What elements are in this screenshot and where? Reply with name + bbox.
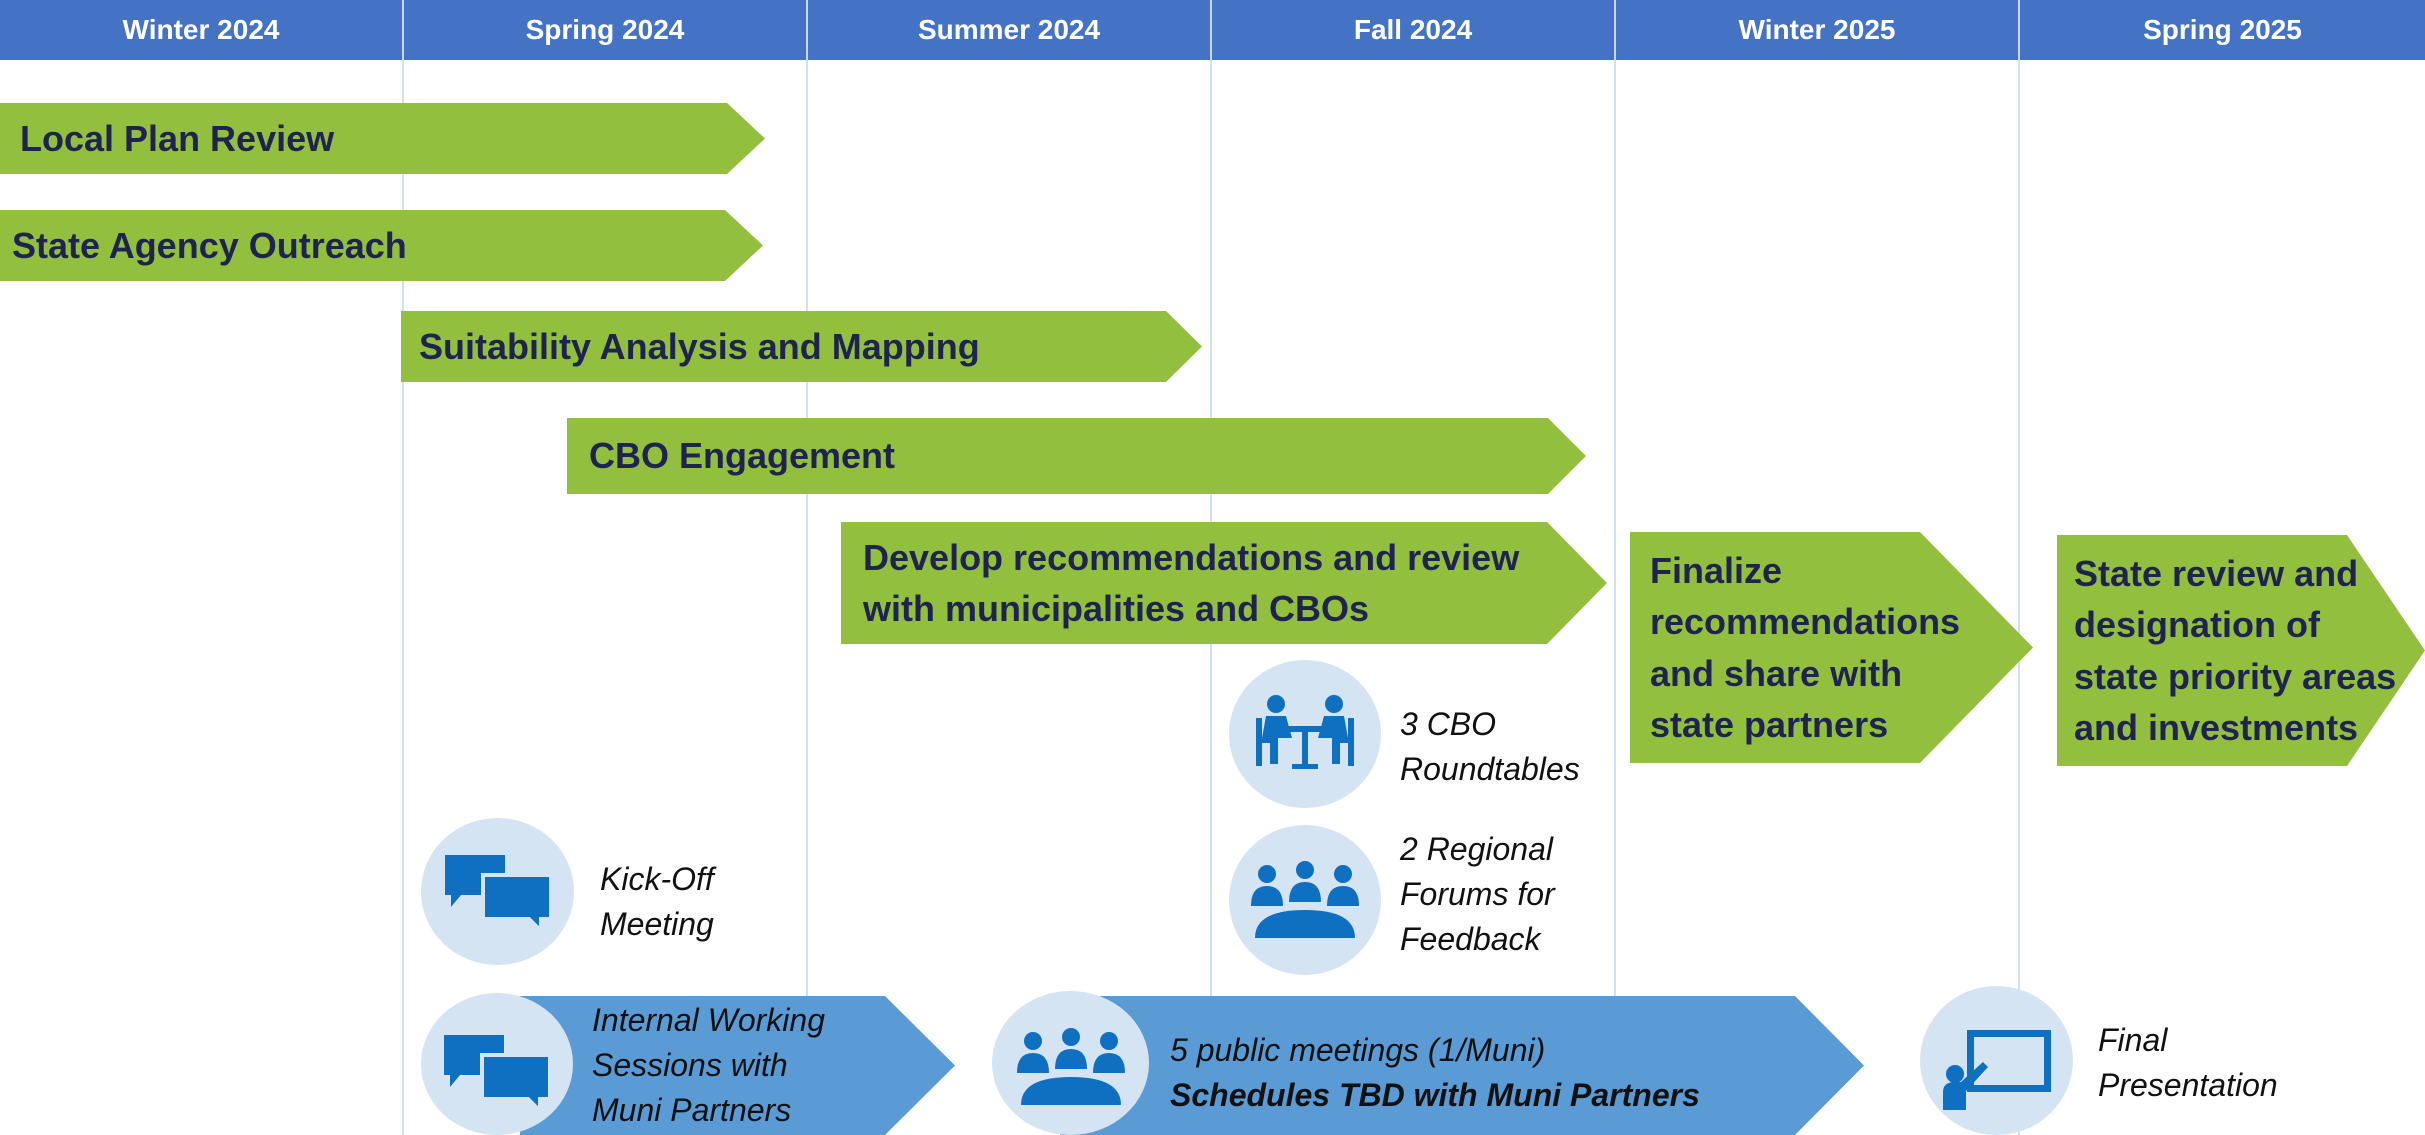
note-line: Forums for (1400, 876, 1555, 912)
cbo-roundtable-circle (1229, 660, 1381, 808)
final-presentation-note: Final Presentation (2098, 1018, 2278, 1108)
presentation-icon (1942, 1030, 2051, 1110)
internal-sessions-note: Internal Working Sessions with Muni Part… (592, 998, 825, 1133)
header-winter-2025: Winter 2025 (1738, 14, 1896, 45)
public-meetings-note: 5 public meetings (1/Muni) Schedules TBD… (1170, 1028, 1700, 1118)
speech-bubbles-icon (444, 1035, 552, 1113)
phase-develop-recommendations-line: with municipalities and CBOs (863, 588, 1370, 629)
header-fall-2024: Fall 2024 (1353, 14, 1473, 45)
kickoff-note: Kick-Off Meeting (600, 857, 714, 947)
public-meetings-text: 5 public meetings (1/Muni) (1170, 1032, 1546, 1068)
phase-state-review-line: state priority areas (2074, 655, 2397, 697)
phase-local-plan-review: Local Plan Review (0, 103, 765, 174)
public-meetings-schedule: Schedules TBD with Muni Partners (1170, 1077, 1700, 1113)
note-line: Final (2098, 1022, 2168, 1058)
header-divider (2018, 0, 2020, 60)
note-line: 3 CBO (1400, 706, 1497, 742)
phase-cbo-engagement: CBO Engagement (567, 418, 1586, 494)
note-line: Presentation (2098, 1067, 2278, 1103)
column-gridline (402, 60, 404, 1135)
note-line: Feedback (1400, 921, 1541, 957)
header-divider (806, 0, 808, 60)
phase-finalize-line: and share with (1650, 652, 1903, 694)
internal-sessions-circle (421, 993, 573, 1135)
note-line: 2 Regional (1400, 831, 1553, 867)
group-meeting-icon (1016, 1028, 1125, 1105)
phase-cbo-engagement-label: CBO Engagement (589, 435, 896, 477)
header-winter-2024: Winter 2024 (122, 14, 280, 45)
header-divider (1210, 0, 1212, 60)
regional-forums-note: 2 Regional Forums for Feedback (1400, 827, 1555, 962)
phase-state-review-line: designation of (2074, 604, 2320, 646)
phase-state-review-line: State review and (2074, 553, 2359, 595)
phase-develop-recommendations-line: Develop recommendations and review (863, 536, 1520, 578)
phase-state-agency-outreach-label: State Agency Outreach (12, 224, 407, 266)
header-spring-2025: Spring 2025 (2143, 14, 2302, 45)
public-meetings-circle (992, 991, 1149, 1135)
note-line: Muni Partners (592, 1092, 792, 1128)
header-divider (1614, 0, 1616, 60)
phase-local-plan-review-label: Local Plan Review (20, 117, 335, 159)
note-line: Meeting (600, 906, 714, 942)
phase-finalize-line: Finalize (1650, 550, 1783, 592)
speech-bubbles-icon (444, 854, 553, 933)
column-gridline (2018, 60, 2020, 1135)
phase-finalize-recommendations: Finalize recommendations and share with … (1630, 532, 2033, 763)
header-divider (402, 0, 404, 60)
phase-state-review-line: and investments (2074, 706, 2359, 748)
header-summer-2024: Summer 2024 (917, 14, 1101, 45)
final-presentation-circle (1920, 986, 2073, 1135)
column-gridline (806, 60, 808, 1135)
phase-finalize-line: recommendations (1650, 601, 1961, 643)
phase-state-review: State review and designation of state pr… (2057, 535, 2425, 766)
phase-state-agency-outreach: State Agency Outreach (0, 210, 763, 281)
column-gridline (1614, 60, 1616, 1135)
header-spring-2024: Spring 2024 (525, 14, 685, 45)
note-line: Internal Working (592, 1002, 825, 1038)
phase-suitability-analysis-label: Suitability Analysis and Mapping (419, 325, 980, 367)
note-line: Roundtables (1400, 751, 1580, 787)
phase-suitability-analysis: Suitability Analysis and Mapping (401, 311, 1202, 382)
public-meetings-bar (1060, 996, 1864, 1135)
roundtable-icon (1256, 695, 1354, 769)
group-meeting-icon (1251, 861, 1359, 938)
cbo-roundtables-note: 3 CBO Roundtables (1400, 702, 1580, 792)
note-line: Kick-Off (600, 861, 714, 897)
phase-develop-recommendations: Develop recommendations and review with … (841, 522, 1607, 644)
note-line: Sessions with (592, 1047, 788, 1083)
kickoff-circle (421, 818, 574, 965)
phase-finalize-line: state partners (1650, 703, 1889, 745)
timeline-header: Winter 2024 Spring 2024 Summer 2024 Fall… (0, 0, 2425, 60)
internal-sessions-bar (520, 996, 955, 1135)
regional-forums-circle (1229, 825, 1381, 975)
